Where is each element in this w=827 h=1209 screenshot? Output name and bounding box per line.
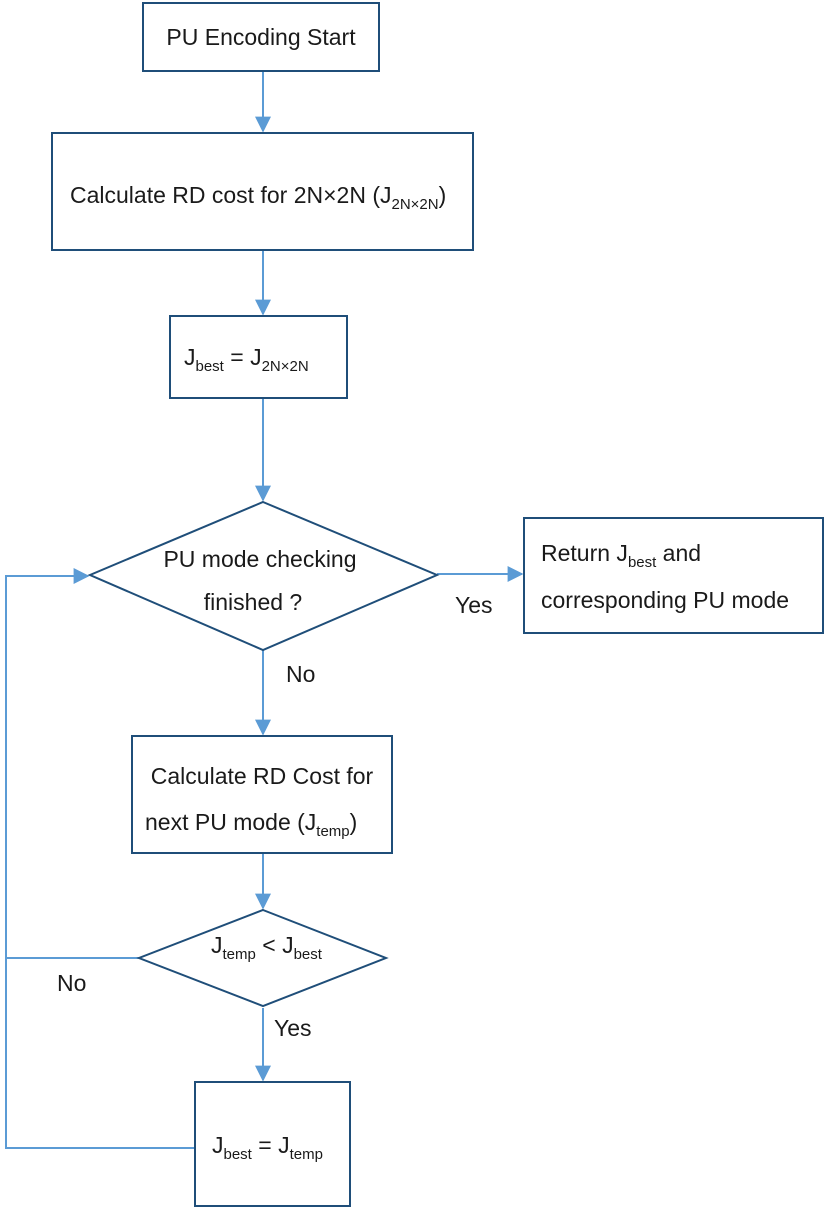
check-decision: PU mode checking finished ? — [87, 500, 440, 652]
return-node: Return Jbest and corresponding PU mode — [523, 517, 824, 634]
update-best-node: Jbest = Jtemp — [194, 1081, 351, 1207]
compare-no-label: No — [57, 970, 86, 996]
init-best-node: Jbest = J2N×2N — [169, 315, 348, 399]
return-line2: corresponding PU mode — [541, 587, 789, 613]
check-line1: PU mode checking — [163, 546, 356, 572]
init-best-label: Jbest = J2N×2N — [184, 344, 309, 375]
check-line2: finished ? — [204, 589, 302, 615]
calc-next-node: Calculate RD Cost for next PU mode (Jtem… — [131, 735, 393, 854]
return-line1: Return Jbest and — [541, 540, 701, 571]
calc-2n-label: Calculate RD cost for 2N×2N (J2N×2N) — [70, 182, 446, 213]
loop-compare-no-to-check — [5, 568, 139, 959]
compare-decision: Jtemp < Jbest — [136, 908, 389, 1008]
compare-label: Jtemp < Jbest — [211, 932, 323, 963]
calc-next-line2: next PU mode (Jtemp) — [145, 809, 357, 840]
compare-yes-label: Yes — [274, 1015, 312, 1041]
calc-next-line1: Calculate RD Cost for — [151, 763, 374, 789]
check-no-label: No — [286, 661, 315, 687]
loop-update-to-check — [5, 958, 195, 1149]
check-yes-label: Yes — [455, 592, 493, 618]
update-best-label: Jbest = Jtemp — [212, 1132, 323, 1163]
calc-2n-node: Calculate RD cost for 2N×2N (J2N×2N) — [51, 132, 474, 251]
start-label: PU Encoding Start — [166, 24, 356, 50]
start-node: PU Encoding Start — [142, 2, 380, 72]
connectors — [5, 71, 524, 1149]
